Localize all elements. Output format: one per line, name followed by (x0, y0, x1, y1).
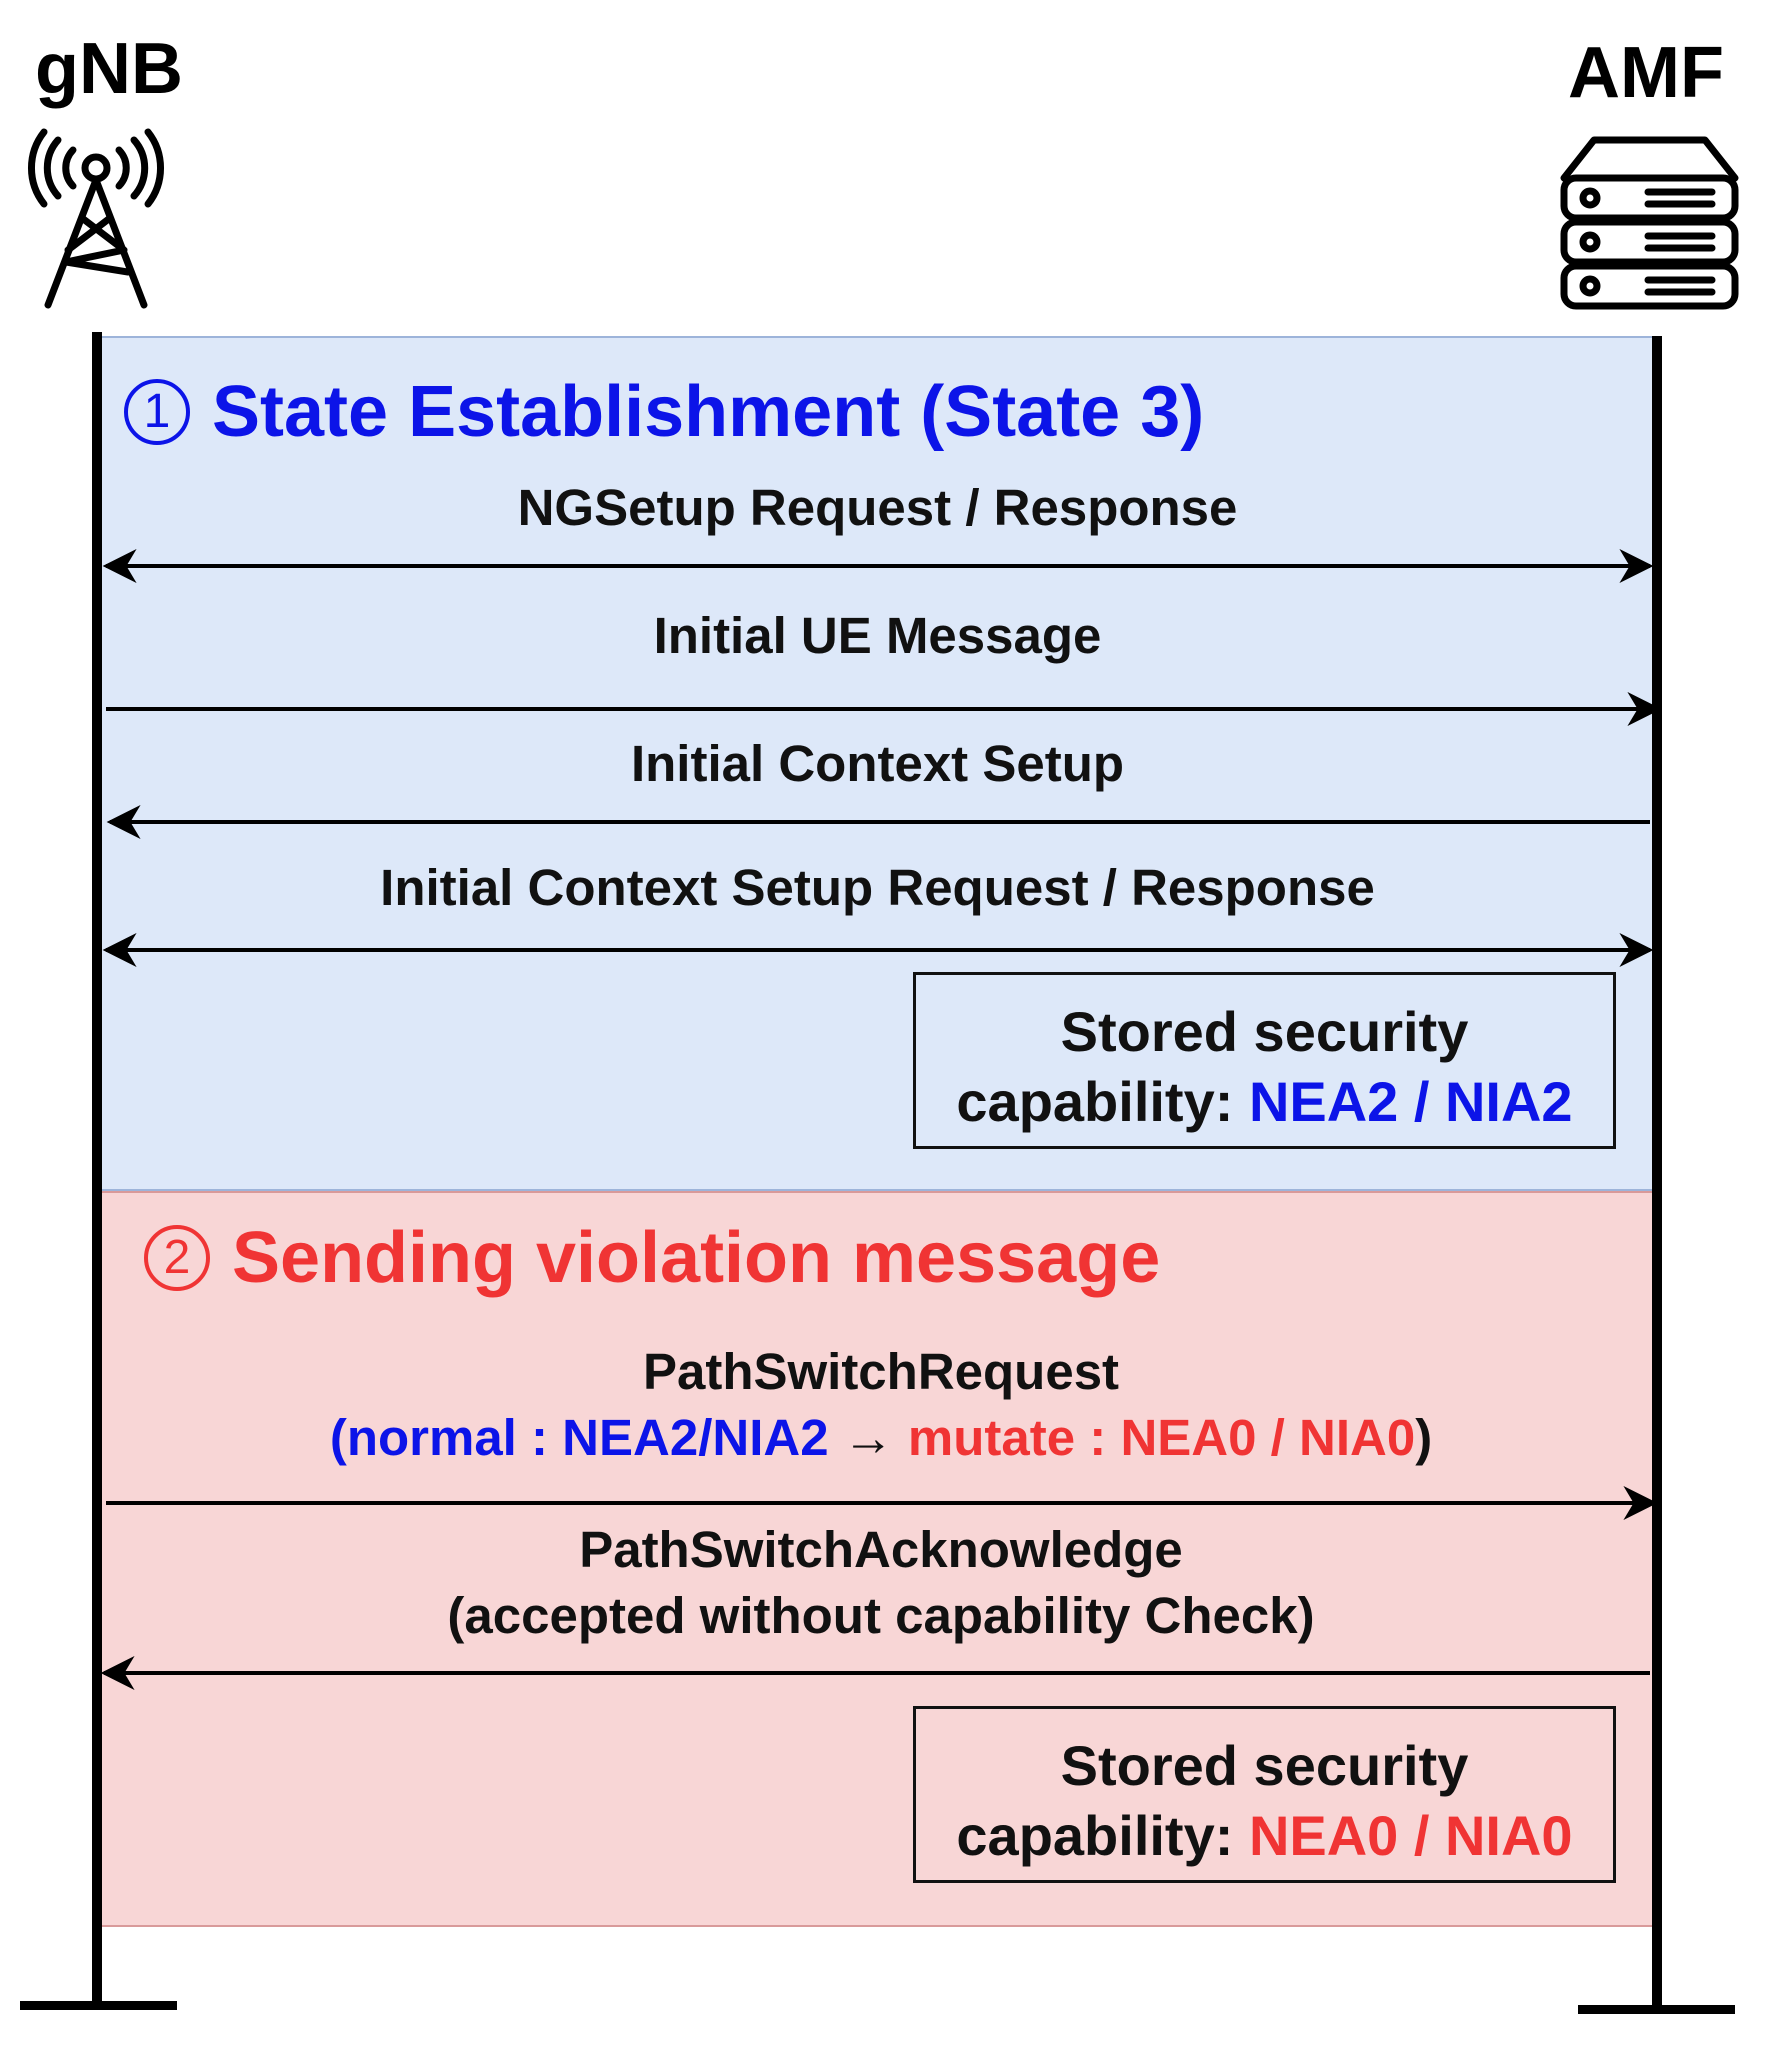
section1-title-text: State Establishment (State 3) (212, 372, 1205, 452)
amf-lifeline-base (1578, 2005, 1735, 2014)
stored-capability-line1: Stored security (1060, 1734, 1469, 1797)
initial-context-setup-req-resp-label: Initial Context Setup Request / Response (380, 859, 1375, 916)
gnb-lifeline (92, 332, 102, 2007)
mutation-arrow: → (828, 1409, 908, 1466)
stored-capability-line2: capability: NEA2 / NIA2 (916, 1067, 1613, 1137)
initial-ue-message-label: Initial UE Message (653, 607, 1102, 664)
amf-lifeline (1652, 336, 1662, 2011)
initial-context-setup-label: Initial Context Setup (630, 735, 1125, 792)
section1-title: 1 State Establishment (State 3) (124, 366, 1204, 458)
path-switch-request-detail: (normal : NEA2/NIA2 → mutate : NEA0 / NI… (100, 1408, 1662, 1467)
amf-label: AMF (1568, 33, 1724, 113)
stored-capability-box-2: Stored security capability: NEA0 / NIA0 (913, 1706, 1616, 1883)
stored-capability-line2: capability: NEA0 / NIA0 (916, 1801, 1613, 1871)
normal-capability: normal : NEA2/NIA2 (346, 1409, 829, 1466)
path-switch-ack-label: PathSwitchAcknowledge (579, 1521, 1183, 1578)
detail-open-paren: ( (329, 1409, 347, 1466)
detail-close-paren: ) (1415, 1409, 1433, 1466)
gnb-lifeline-base (20, 2001, 177, 2010)
section2-title: 2 Sending violation message (144, 1212, 1160, 1304)
gnb-label: gNB (35, 29, 183, 109)
section2-title-text: Sending violation message (232, 1218, 1161, 1298)
section1-number-badge: 1 (124, 379, 190, 445)
stored-capability-line1: Stored security (1060, 1000, 1469, 1063)
capability-value: NEA2 / NIA2 (1248, 1070, 1573, 1133)
stored-capability-box-1: Stored security capability: NEA2 / NIA2 (913, 972, 1616, 1149)
capability-prefix: capability: (956, 1804, 1249, 1867)
path-switch-ack-detail: (accepted without capability Check) (447, 1587, 1315, 1644)
violation-message-section (100, 1191, 1662, 1927)
cell-tower-icon (28, 128, 164, 309)
section2-number-badge: 2 (144, 1225, 210, 1291)
path-switch-request-label: PathSwitchRequest (642, 1343, 1120, 1400)
server-icon (1560, 136, 1739, 310)
ngsetup-label: NGSetup Request / Response (517, 479, 1238, 536)
mutated-capability: mutate : NEA0 / NIA0 (907, 1409, 1416, 1466)
capability-value: NEA0 / NIA0 (1248, 1804, 1573, 1867)
capability-prefix: capability: (956, 1070, 1249, 1133)
state-establishment-section (100, 336, 1655, 1191)
